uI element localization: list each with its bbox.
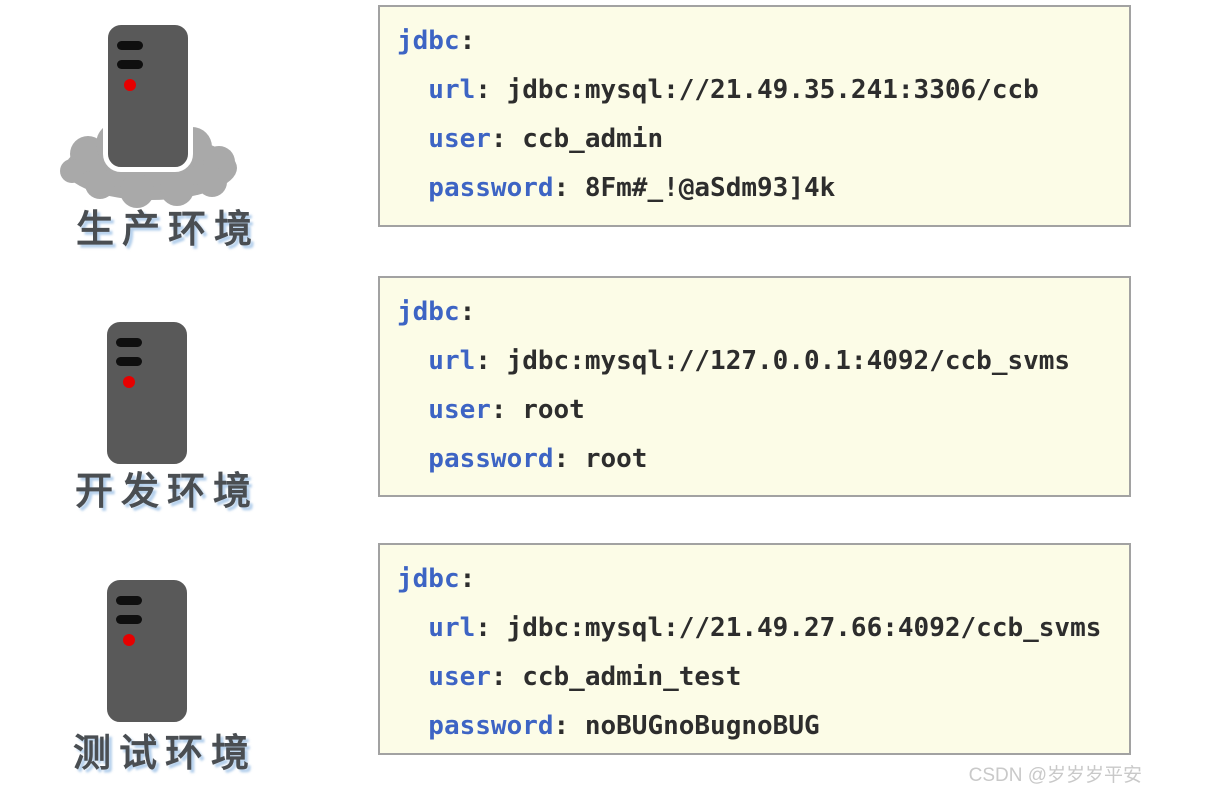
yaml-root-key: jdbc (397, 297, 460, 327)
yaml-key-user: user (428, 124, 491, 154)
yaml-colon: : (475, 346, 491, 376)
yaml-colon: : (553, 173, 570, 203)
server-led-icon (124, 79, 136, 91)
yaml-colon: : (490, 662, 507, 692)
yaml-colon: : (490, 124, 507, 154)
yaml-value-password: root (584, 444, 648, 474)
yaml-value-url: jdbc:mysql://21.49.27.66:4092/ccb_svms (506, 613, 1102, 643)
yaml-value-url: jdbc:mysql://127.0.0.1:4092/ccb_svms (506, 346, 1071, 376)
yaml-value-url: jdbc:mysql://21.49.35.241:3306/ccb (506, 75, 1039, 105)
yaml-key-password: password (428, 173, 554, 203)
yaml-value-user: root (522, 395, 585, 425)
server-slot-icon (117, 60, 143, 69)
server-icon-development (102, 317, 192, 469)
config-box-production: jdbc: url: jdbc:mysql://21.49.35.241:3306… (378, 5, 1131, 227)
server-slot-icon (116, 338, 142, 347)
server-slot-icon (116, 357, 142, 366)
env-label-development: 开发环境 (75, 471, 260, 513)
server-icon-test (102, 575, 192, 727)
yaml-colon: : (475, 613, 491, 643)
server-led-icon (123, 376, 135, 388)
yaml-key-user: user (428, 395, 491, 425)
yaml-root-line: jdbc: (397, 17, 1111, 66)
server-icon-production (103, 20, 193, 172)
yaml-colon: : (553, 444, 570, 474)
config-box-test: jdbc: url: jdbc:mysql://21.49.27.66:4092/… (378, 543, 1131, 755)
yaml-colon: : (475, 75, 491, 105)
yaml-user-line: user: root (397, 386, 1111, 435)
yaml-root-line: jdbc: (397, 288, 1111, 337)
yaml-password-line: password: noBUGnoBugnoBUG (397, 702, 1111, 751)
yaml-colon: : (459, 297, 476, 327)
server-slot-icon (117, 41, 143, 50)
config-box-development: jdbc: url: jdbc:mysql://127.0.0.1:4092/cc… (378, 276, 1131, 497)
yaml-root-key: jdbc (397, 26, 460, 56)
yaml-password-line: password: root (397, 435, 1111, 484)
yaml-colon: : (490, 395, 507, 425)
yaml-key-url: url (428, 613, 476, 643)
yaml-url-line: url: jdbc:mysql://127.0.0.1:4092/ccb_svms (397, 337, 1111, 386)
server-led-icon (123, 634, 135, 646)
env-label-test: 测试环境 (73, 733, 258, 775)
yaml-value-password: 8Fm#_!@aSdm93]4k (584, 173, 836, 203)
yaml-key-url: url (428, 75, 476, 105)
yaml-key-password: password (428, 444, 554, 474)
yaml-url-line: url: jdbc:mysql://21.49.35.241:3306/ccb (397, 66, 1111, 115)
yaml-key-password: password (428, 711, 554, 741)
yaml-password-line: password:8Fm#_!@aSdm93]4k (397, 164, 1111, 213)
yaml-value-user: ccb_admin (522, 124, 664, 154)
server-slot-icon (116, 615, 142, 624)
yaml-value-password: noBUGnoBugnoBUG (584, 711, 820, 741)
env-label-production: 生产环境 (76, 209, 261, 251)
yaml-value-user: ccb_admin_test (522, 662, 742, 692)
yaml-colon: : (459, 564, 476, 594)
yaml-root-line: jdbc: (397, 555, 1111, 604)
csdn-watermark: CSDN @岁岁岁平安 (968, 765, 1142, 786)
yaml-root-key: jdbc (397, 564, 460, 594)
yaml-user-line: user: ccb_admin_test (397, 653, 1111, 702)
yaml-colon: : (459, 26, 476, 56)
server-slot-icon (116, 596, 142, 605)
yaml-colon: : (553, 711, 570, 741)
yaml-user-line: user: ccb_admin (397, 115, 1111, 164)
yaml-url-line: url: jdbc:mysql://21.49.27.66:4092/ccb_sv… (397, 604, 1111, 653)
yaml-key-user: user (428, 662, 491, 692)
yaml-key-url: url (428, 346, 476, 376)
